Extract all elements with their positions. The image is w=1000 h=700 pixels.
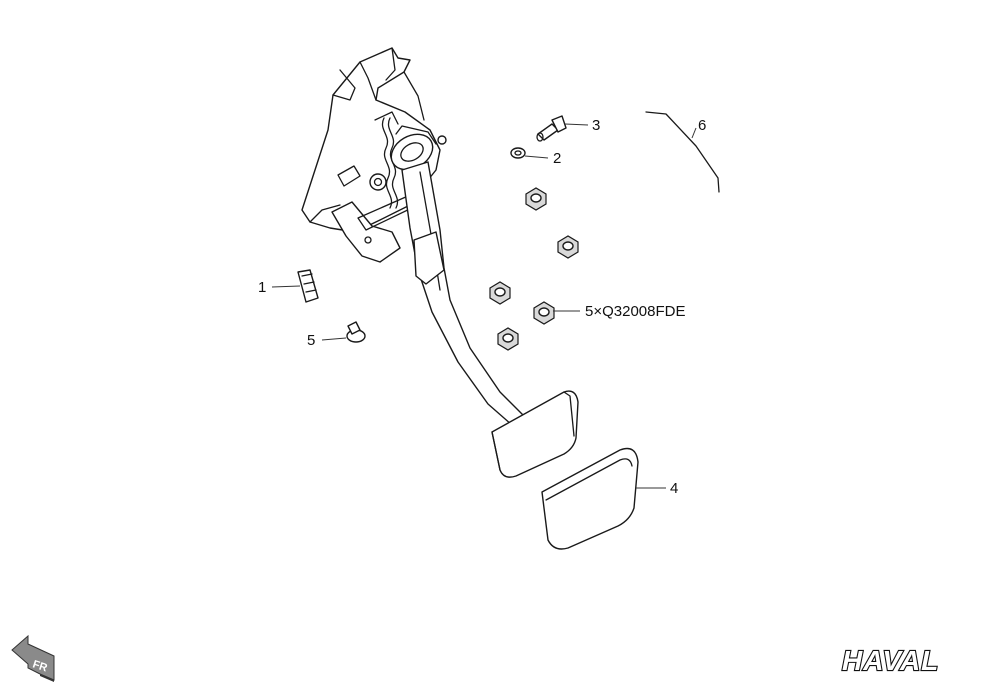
washer-part	[510, 147, 526, 159]
harness-wire-part	[645, 111, 720, 193]
brand-logo-text: HAVAL	[842, 645, 939, 676]
brand-logo: HAVAL	[841, 644, 939, 677]
leader-lines	[271, 123, 697, 489]
nut-part	[525, 187, 547, 211]
front-direction-arrow-icon: FR	[11, 634, 55, 682]
pedal-pad-cover	[541, 447, 639, 550]
clip-part	[297, 269, 319, 303]
nut-part	[533, 301, 555, 325]
nut-part	[557, 235, 579, 259]
callout-5-nut-spec: 5×Q32008FDE	[585, 303, 685, 320]
callout-4: 4	[670, 480, 678, 497]
nut-part	[497, 327, 519, 351]
rivet-part	[346, 321, 366, 343]
callout-5: 5	[307, 332, 315, 349]
callout-3: 3	[592, 117, 600, 134]
callout-6: 6	[698, 117, 706, 134]
bolt-part	[536, 115, 567, 142]
callout-2: 2	[553, 150, 561, 167]
callout-1: 1	[258, 279, 266, 296]
nut-part	[489, 281, 511, 305]
pedal-pad	[491, 390, 579, 478]
pedal-arm	[401, 161, 529, 433]
fr-label: FR	[31, 658, 49, 674]
